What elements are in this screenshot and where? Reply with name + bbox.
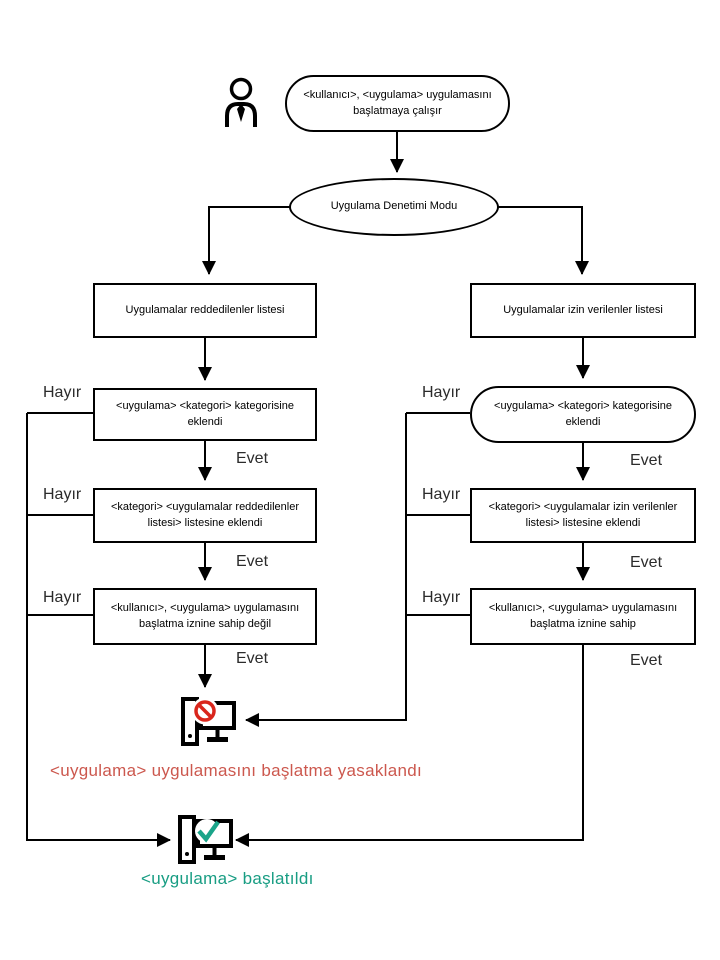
edge-label-no: Hayır [43,486,82,503]
node-allow-category-label: <uygulama> <kategori> kategorisine eklen… [494,399,672,428]
edge-label-no: Hayır [422,589,461,606]
edge-label-yes: Evet [236,650,269,667]
node-deny-category-label: <uygulama> <kategori> kategorisine eklen… [116,399,294,428]
blocked-computer-icon [181,697,236,746]
node-start-label: <kullanıcı>, <uygulama> uygulamasını baş… [303,88,492,117]
edge-label-yes: Evet [630,452,663,469]
node-mode-label: Uygulama Denetimi Modu [330,200,458,213]
node-denylist: Uygulamalar reddedilenler listesi [93,283,317,338]
node-allow-list-added-label: <kategori> <uygulamalar izin verilenler … [488,500,678,529]
node-deny-list-added-label: <kategori> <uygulamalar reddedilenler li… [110,500,300,529]
node-allowlist-label: Uygulamalar izin verilenler listesi [503,303,663,316]
node-allow-permission: <kullanıcı>, <uygulama> uygulamasını baş… [470,588,696,645]
edge-label-no: Hayır [43,589,82,606]
node-deny-list-added: <kategori> <uygulamalar reddedilenler li… [93,488,317,543]
node-allow-permission-label: <kullanıcı>, <uygulama> uygulamasını baş… [488,601,678,630]
node-deny-permission-label: <kullanıcı>, <uygulama> uygulamasını baş… [110,601,300,630]
node-allow-category: <uygulama> <kategori> kategorisine eklen… [470,386,696,443]
node-allowlist: Uygulamalar izin verilenler listesi [470,283,696,338]
edge-label-yes: Evet [630,554,663,571]
edge-label-no: Hayır [422,486,461,503]
edge-label-yes: Evet [630,652,663,669]
node-start: <kullanıcı>, <uygulama> uygulamasını baş… [285,75,510,132]
node-denylist-label: Uygulamalar reddedilenler listesi [125,303,285,316]
node-allow-list-added: <kategori> <uygulamalar izin verilenler … [470,488,696,543]
edge-allow-permission-to-started [235,645,584,847]
result-blocked-text: <uygulama> uygulamasını başlatma yasakla… [50,761,422,780]
edge-allow-no-trunk-to-blocked [245,413,407,727]
node-deny-category: <uygulama> <kategori> kategorisine eklen… [93,388,317,441]
started-computer-icon [178,815,233,864]
node-mode: Uygulama Denetimi Modu [289,178,499,236]
result-started-text: <uygulama> başlatıldı [141,869,314,888]
edge-mode-to-denylist [202,206,292,275]
user-icon [225,77,257,127]
node-deny-permission: <kullanıcı>, <uygulama> uygulamasını baş… [93,588,317,645]
edge-label-yes: Evet [236,553,269,570]
edge-label-yes: Evet [236,450,269,467]
edge-label-no: Hayır [422,384,461,401]
edge-mode-to-allowlist [497,206,589,275]
edge-label-no: Hayır [43,384,82,401]
edge-deny-no-trunk-to-started [26,413,171,847]
